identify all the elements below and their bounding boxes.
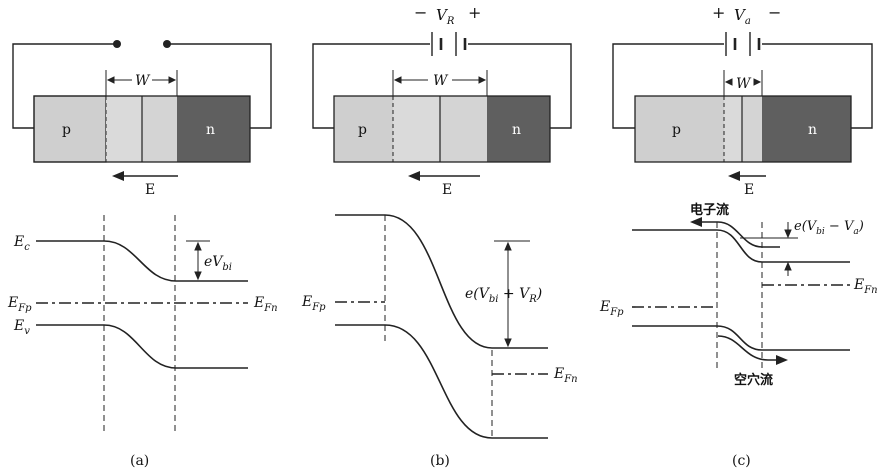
n-label: n: [808, 122, 817, 138]
barrier-label: eVbi: [204, 254, 232, 273]
width-dimension: [723, 70, 763, 96]
n-region: [762, 96, 851, 162]
barrier-dimension: [494, 240, 530, 348]
efp-label: EFp: [7, 295, 32, 314]
width-label: W: [135, 73, 151, 89]
diode-outline: [333, 95, 551, 163]
circuit-wire-c: [612, 43, 873, 129]
width-dimension: [105, 70, 178, 96]
hole-flow-label: 空穴流: [734, 372, 773, 388]
field-label: E: [442, 182, 452, 198]
barrier-dimension: [186, 240, 210, 281]
panel-b: − VR + p n W E: [301, 3, 578, 469]
left-sign-c: +: [712, 3, 725, 22]
supply-label-b: VR: [436, 6, 455, 27]
electron-flow-label: 电子流: [690, 202, 729, 218]
left-sign-b: −: [414, 3, 427, 22]
caption-a: (a): [130, 453, 149, 469]
terminal-right: [163, 40, 171, 48]
width-dimension: [392, 70, 488, 96]
supply-label-c: Va: [734, 6, 751, 27]
width-label: W: [433, 73, 449, 89]
right-sign-c: −: [768, 3, 781, 22]
valence-band: [632, 325, 850, 351]
p-label: p: [672, 122, 681, 138]
field-label: E: [145, 182, 155, 198]
barrier-dimension: [740, 222, 798, 276]
diode-outline: [634, 95, 852, 163]
battery-b: [431, 32, 467, 56]
efn-label: EFn: [253, 295, 278, 314]
width-label: W: [736, 76, 752, 92]
p-label: p: [358, 122, 367, 138]
n-label: n: [206, 122, 215, 138]
barrier-label: e(Vbi + VR): [465, 286, 542, 305]
depletion-region-p: [393, 96, 440, 162]
field-arrow: [408, 171, 480, 181]
depletion-region-p: [106, 96, 142, 162]
ec-label: Ec: [13, 234, 30, 253]
circuit-wire-b: [312, 43, 572, 129]
hole-flow-arrow: [717, 335, 788, 365]
efp-label: EFp: [599, 299, 624, 318]
conduction-band: [335, 214, 548, 349]
n-region: [177, 96, 250, 162]
efn-label: EFn: [853, 277, 878, 296]
field-arrow: [728, 171, 766, 181]
depletion-region-n: [142, 96, 177, 162]
ev-label: Ev: [13, 318, 30, 337]
n-label: n: [512, 122, 521, 138]
efn-label: EFn: [553, 366, 578, 385]
depletion-region-n: [742, 96, 762, 162]
valence-band: [36, 324, 248, 369]
caption-b: (b): [430, 453, 450, 469]
panel-a: p n W E Ec Ev EFp EFn: [7, 40, 278, 469]
p-label: p: [62, 122, 71, 138]
terminal-left: [113, 40, 121, 48]
p-region: [33, 95, 107, 163]
valence-band: [335, 324, 548, 439]
caption-c: (c): [732, 453, 751, 469]
p-region: [334, 96, 393, 162]
panel-c: + Va − p n W E: [599, 3, 878, 469]
depletion-region-n: [440, 96, 487, 162]
right-sign-b: +: [468, 3, 481, 22]
battery-c: [725, 32, 761, 56]
depletion-region-p: [724, 96, 742, 162]
barrier-label: e(Vbi − Va): [794, 219, 864, 237]
circuit-wire-a: [12, 43, 272, 129]
p-region: [635, 96, 724, 162]
field-arrow: [112, 171, 178, 181]
efp-label: EFp: [301, 294, 326, 313]
n-region: [487, 96, 550, 162]
conduction-band: [36, 240, 248, 282]
field-label: E: [744, 182, 754, 198]
electron-flow-arrow: [690, 217, 780, 248]
conduction-band: [632, 229, 850, 263]
